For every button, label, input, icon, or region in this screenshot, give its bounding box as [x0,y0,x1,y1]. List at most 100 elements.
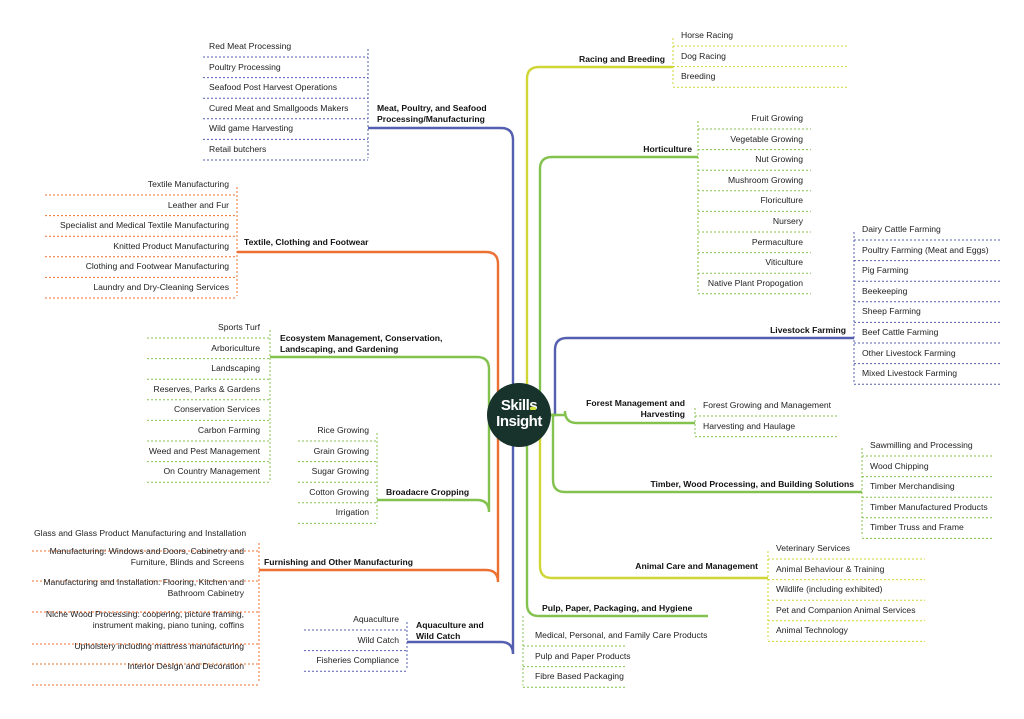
branch-line-animal [518,413,768,580]
leaf-item: Interior Design and Decoration [127,661,244,671]
leaf-item: Red Meat Processing [209,41,292,51]
leaf-item: Wild game Harvesting [209,123,294,134]
branch-title-racing: Racing and Breeding [579,54,665,64]
branch-line-furnishing [259,413,518,583]
leaf-item: Sugar Growing [311,466,369,477]
leaf-item: Irrigation [335,507,369,518]
leaf-item: Animal Behaviour & Training [776,563,885,574]
leaf-item: Mixed Livestock Farming [862,368,958,379]
branch-furnishing [32,413,518,686]
branch-aquaculture [304,413,518,672]
branch-pulp [518,413,708,688]
logo-line-1: Skills [500,397,538,414]
leaf-item: Beef Cattle Farming [862,327,939,337]
branch-broadacre [298,413,518,524]
leaf-item: Manufacturing: Windows and Doors, Cabine… [49,546,244,567]
leaf-item: Forest Growing and Management [703,400,832,410]
branch-textile [45,187,518,417]
leaf-item: Conservation Services [174,404,260,415]
leaf-item: Dog Racing [681,50,726,61]
branch-title-meat: Meat, Poultry, and Seafood Processing/Ma… [377,103,487,124]
leaf-item: Arboriculture [211,342,260,353]
leaf-item: Poultry Farming (Meat and Eggs) [862,244,989,255]
leaf-item: Nursery [772,216,803,226]
branch-line-pulp [518,413,708,618]
branch-title-forest: Forest Management and Harvesting [586,398,685,419]
leaf-item: Horse Racing [681,30,734,40]
logo-accent-mark [530,407,536,410]
leaf-item: Cured Meat and Smallgoods Makers [209,102,349,113]
branch-forest [518,408,838,438]
leaf-item: Permaculture [751,236,803,247]
branch-line-racing [518,65,673,417]
leaf-item: Medical, Personal, and Family Care Produ… [535,630,708,640]
leaf-item: Veterinary Services [776,543,851,553]
leaf-item: Sawmilling and Processing [870,440,973,450]
leaf-item: Native Plant Propogation [707,277,803,288]
branch-animal [518,413,925,642]
branch-title-textile: Textile, Clothing and Footwear [244,237,369,247]
leaf-item: Niche Wood Processing: coopering, pictur… [45,609,244,630]
branch-horticulture [518,121,811,417]
leaf-item: Laundry and Dry-Cleaning Services [93,282,229,292]
branch-title-animal: Animal Care and Management [635,561,758,571]
leaf-item: Breeding [681,71,716,82]
leaf-item: Fisheries Compliance [316,655,399,666]
leaf-item: Leather and Fur [167,199,229,210]
branch-racing [518,38,849,417]
leaf-item: Vegetable Growing [730,133,803,144]
leaf-item: Poultry Processing [209,61,281,72]
branch-line-forest [518,410,695,425]
leaf-item: Carbon Farming [197,425,260,435]
leaf-item: Aquaculture [353,614,399,624]
leaf-item: Wild Catch [357,634,399,645]
branch-line-livestock [518,336,854,417]
branch-title-livestock: Livestock Farming [770,325,846,335]
branch-line-aquaculture [407,413,518,655]
leaf-item: Clothing and Footwear Manufacturing [85,261,229,272]
branch-title-timber: Timber, Wood Processing, and Building So… [650,479,854,489]
branch-title-furnishing: Furnishing and Other Manufacturing [264,557,413,567]
leaf-item: Rice Growing [317,425,369,435]
leaf-item: Timber Manufactured Products [870,501,988,512]
leaf-item: Specialist and Medical Textile Manufactu… [60,220,229,231]
leaf-item: Other Livestock Farming [862,347,956,358]
branch-meat [203,49,518,417]
leaf-item: Fibre Based Packaging [535,671,624,682]
leaf-item: On Country Management [163,466,261,477]
leaf-item: Fruit Growing [751,113,803,123]
leaf-item: Upholstery including mattress manufactur… [74,641,244,651]
leaf-item: Knitted Product Manufacturing [113,240,229,251]
branch-title-aquaculture: Aquaculture and Wild Catch [416,620,484,641]
leaf-item: Nut Growing [755,154,803,165]
branch-line-ecosystem [270,355,518,417]
branch-ecosystem [147,330,518,483]
leaf-item: Sports Turf [217,322,260,332]
leaf-item: Reserves, Parks & Gardens [153,383,260,394]
leaf-item: Timber Truss and Frame [870,522,964,533]
branch-title-broadacre: Broadacre Cropping [386,487,470,497]
leaf-item: Weed and Pest Management [148,445,260,456]
leaf-item: Textile Manufacturing [147,179,229,189]
leaf-item: Animal Technology [776,625,848,636]
branch-line-timber [518,413,862,494]
leaf-item: Dairy Cattle Farming [862,224,941,234]
branch-line-broadacre [377,413,518,513]
branch-title-ecosystem: Ecosystem Management, Conservation, Land… [280,333,443,354]
leaf-item: Pet and Companion Animal Services [776,604,916,615]
branch-line-textile [237,250,518,417]
branch-timber [518,413,992,539]
leaf-item: Harvesting and Haulage [703,420,796,431]
leaf-item: Retail butchers [209,144,267,154]
leaf-item: Cotton Growing [309,486,369,497]
leaf-item: Sheep Farming [862,306,921,317]
leaf-item: Beekeeping [862,285,908,296]
leaf-item: Wildlife (including exhibited) [776,584,883,595]
leaf-item: Wood Chipping [870,460,929,471]
branch-title-pulp: Pulp, Paper, Packaging, and Hygiene [542,603,693,613]
leaf-item: Floriculture [760,195,803,206]
skills-insight-logo: Skills Insight [487,383,551,447]
branch-line-meat [368,126,518,417]
logo-line-2: Insight [496,413,542,430]
